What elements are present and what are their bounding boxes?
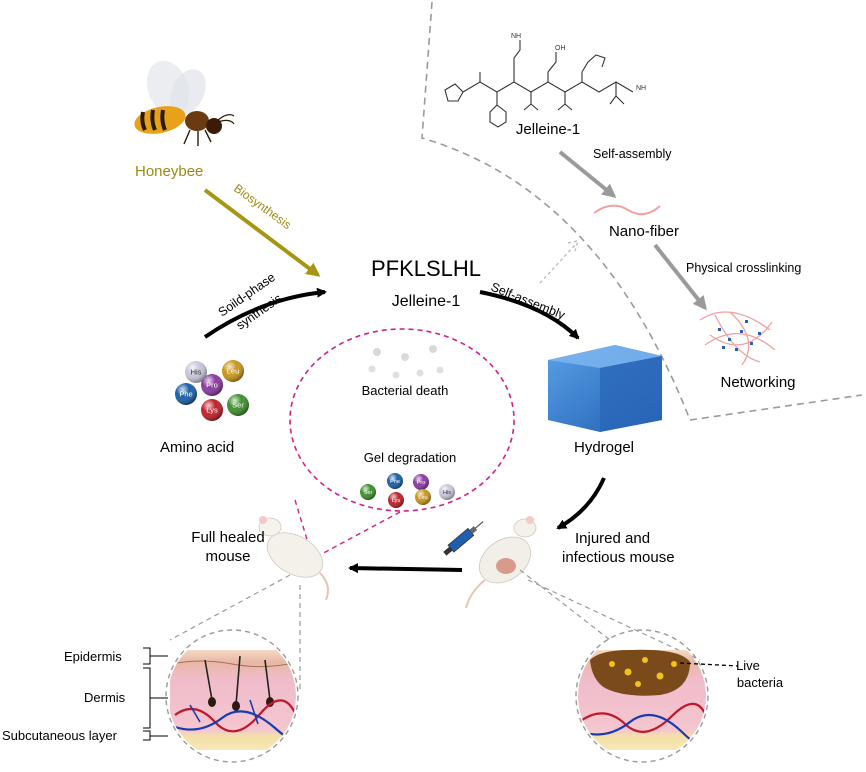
gel-degradation-label: Gel degradation — [364, 450, 457, 465]
self-assembly-top-label: Self-assembly — [593, 147, 672, 161]
healed-mouse-image — [258, 516, 329, 601]
amino-acid-text: Leu — [418, 495, 427, 501]
live-bacteria-label-1: Live — [736, 658, 760, 673]
live-bacteria-pointer — [679, 662, 739, 667]
healthy-skin-section — [165, 629, 299, 763]
amino-acid-text: His — [191, 368, 202, 377]
hydrogel-to-mouse-arrow — [556, 477, 606, 530]
self-assembly-arrow — [479, 290, 580, 340]
injured-mouse-image — [465, 516, 537, 609]
nanofiber-label: Nano-fiber — [609, 223, 679, 240]
amino-acid-text: Pro — [417, 480, 426, 486]
self-assembly-main-label: Self-assembly — [489, 280, 568, 323]
amino-acid-text: Ser — [364, 490, 373, 496]
physical-crosslinking-label: Physical crosslinking — [686, 261, 801, 275]
live-bacteria-label-2: bacteria — [737, 675, 784, 690]
amino-acid-text: Ser — [232, 401, 244, 410]
amino-acid-pro: Pro — [413, 474, 429, 490]
crosslinking-arrow — [653, 243, 707, 311]
network-image — [699, 311, 776, 366]
nh2b-label: NH — [636, 85, 646, 92]
injured-label-2: infectious mouse — [562, 549, 675, 566]
amino-acid-leu: Leu — [415, 489, 431, 505]
amino-acid-text: Lys — [392, 498, 401, 504]
amino-acid-his: His — [439, 484, 455, 500]
honeybee-image — [134, 60, 235, 146]
amino-acid-text: Leu — [227, 367, 240, 376]
healing-arrow — [348, 563, 463, 574]
full-healed-label-1: Full healed — [191, 529, 264, 546]
networking-label: Networking — [720, 374, 795, 391]
biosynthesis-arrow — [203, 188, 321, 277]
amino-acid-his: His — [185, 361, 207, 383]
top-self-assembly-arrow — [558, 150, 617, 198]
hydrogel-cube — [548, 345, 662, 432]
amino-acid-pro: Pro — [201, 374, 223, 396]
biosynthesis-label: Biosynthesis — [231, 181, 294, 232]
injured-label-1: Injured and — [575, 530, 650, 547]
amino-acid-text: Lys — [206, 406, 218, 415]
jelleine-structure — [444, 40, 634, 128]
amino-acid-lys: Lys — [388, 492, 404, 508]
amino-acid-lys: Lys — [201, 399, 223, 421]
amino-acid-text: Pro — [206, 381, 218, 390]
amino-acid-text: His — [443, 490, 451, 496]
assembly-region-border — [421, 1, 863, 421]
honeybee-label: Honeybee — [135, 163, 203, 180]
peptide-center-label: Jelleine-1 — [392, 293, 461, 310]
oh-label: OH — [555, 45, 566, 52]
epidermis-label: Epidermis — [64, 649, 122, 664]
sequence-label: PFKLSLHL — [371, 256, 481, 281]
amino-acid-label: Amino acid — [160, 439, 234, 456]
full-healed-label-2: mouse — [205, 548, 250, 565]
skin-layer-brackets — [143, 647, 168, 741]
peptide-top-label: Jelleine-1 — [516, 121, 580, 138]
hydrogel-label: Hydrogel — [574, 439, 634, 456]
infected-skin-section — [575, 629, 709, 763]
amino-acid-phe: Phe — [387, 473, 403, 489]
nh2-label: NH — [511, 33, 521, 40]
amino-acid-ser: Ser — [227, 394, 249, 416]
amino-acid-ser: Ser — [360, 484, 376, 500]
amino-acid-phe: Phe — [175, 383, 197, 405]
faded-link-arrow — [539, 244, 576, 284]
bacteria-dots — [368, 345, 444, 379]
dermis-label: Dermis — [84, 690, 126, 705]
solid-phase-arrow — [203, 287, 327, 339]
bacterial-death-label: Bacterial death — [362, 383, 449, 398]
syringe-icon — [443, 521, 484, 556]
amino-acid-leu: Leu — [222, 360, 244, 382]
subcutaneous-label: Subcutaneous layer — [2, 728, 118, 743]
mechanism-oval — [289, 328, 515, 512]
amino-acid-text: Phe — [390, 479, 400, 485]
amino-acid-text: Phe — [179, 390, 192, 399]
nanofiber-image — [593, 204, 661, 216]
